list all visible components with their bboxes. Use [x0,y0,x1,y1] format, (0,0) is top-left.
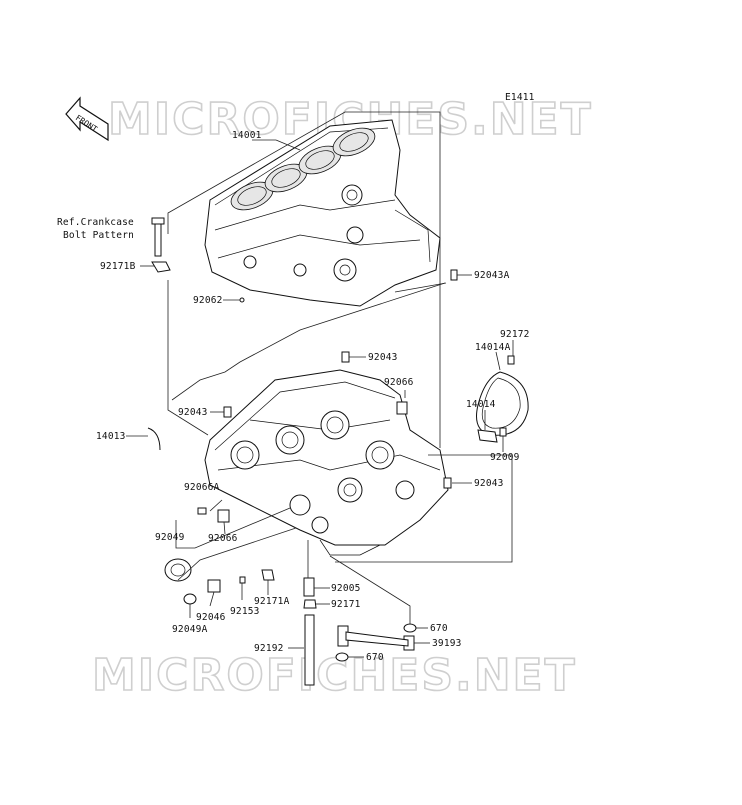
dowel-pin-left-part [223,406,232,418]
clamp-92171a-part [261,569,275,581]
label-92066a: 92066A [184,482,220,493]
bracket-14014-part [477,429,498,443]
seal-14013-part [147,427,161,451]
ref-note-line2: Bolt Pattern [63,230,134,241]
ref-note-line1: Ref.Crankcase [57,217,134,228]
front-arrow-icon: FRONT [65,96,109,142]
pipe-39193-part [337,625,415,651]
lower-crankcase-part [204,369,449,556]
label-92043-top: 92043 [368,352,398,363]
oil-seal-92049a-part [183,593,197,605]
leader-lines [126,111,514,658]
crankcase-bolt-part [151,217,171,273]
label-92171a: 92171A [254,596,290,607]
ref-note: Ref.Crankcase Bolt Pattern [57,217,134,241]
plug-92066-part [396,401,408,415]
label-92172: 92172 [500,329,530,340]
label-670-top: 670 [430,623,448,634]
label-92062: 92062 [193,295,223,306]
label-92066-bottom: 92066 [208,533,238,544]
label-92043a: 92043A [474,270,510,281]
label-92049a: 92049A [172,624,208,635]
label-92066-top: 92066 [384,377,414,388]
plug-92066-bottom-part [217,509,230,523]
watermark-top: MICROFICHES.NET [108,94,593,145]
pin-92062-part [239,297,245,303]
oil-seal-92049-part [164,558,192,582]
label-14013: 14013 [96,431,126,442]
label-92171b: 92171B [100,261,136,272]
bolt-92153-part [239,576,246,584]
label-39193: 39193 [432,638,462,649]
upper-crankcase-part [204,119,441,307]
o-ring-670-bottom-part [335,652,349,662]
label-92192: 92192 [254,643,284,654]
clamp-92171-part [303,599,317,609]
label-92043-left: 92043 [178,407,208,418]
screw-92172-part [507,355,515,365]
label-670-bottom: 670 [366,652,384,663]
label-92171: 92171 [331,599,361,610]
dowel-pin-right-part [443,477,452,489]
label-14014a: 14014A [475,342,511,353]
pipe-92192-part [304,614,315,686]
label-92049: 92049 [155,532,185,543]
diagram-code: E1411 [505,92,535,103]
label-14014: 14014 [466,399,496,410]
label-92009: 92009 [490,452,520,463]
label-92043-right: 92043 [474,478,504,489]
o-ring-670-top-part [403,623,417,633]
label-92153: 92153 [230,606,260,617]
label-92005: 92005 [331,583,361,594]
label-14001: 14001 [232,130,262,141]
plug-92066a-part [197,507,207,515]
dowel-pin-92043a-part [450,269,458,281]
fitting-92005-part [303,577,315,597]
bearing-92046-part [207,579,221,593]
dowel-pin-top-part [341,351,350,363]
screw-92009-part [499,427,507,437]
watermark-bottom: MICROFICHES.NET [92,650,577,701]
label-92046: 92046 [196,612,226,623]
